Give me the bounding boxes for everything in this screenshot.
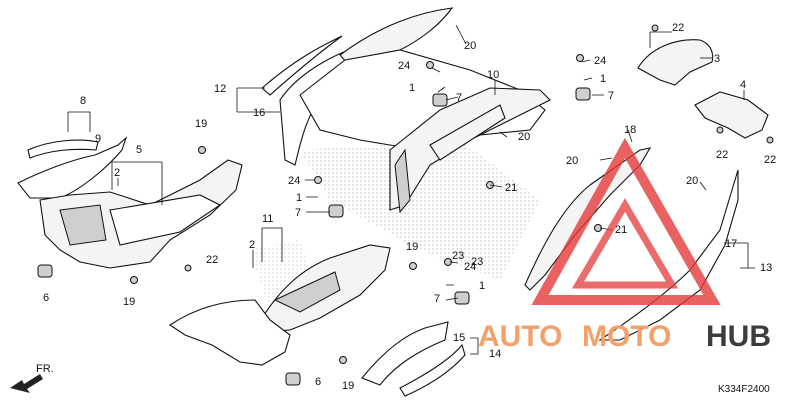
callout-c22a: 22 xyxy=(672,22,684,34)
callout-c17: 17 xyxy=(725,238,737,250)
watermark-word-auto: AUTO xyxy=(478,320,562,353)
part-small-trim xyxy=(27,139,99,159)
hardware-screws xyxy=(130,24,774,364)
callout-c19c: 19 xyxy=(406,241,418,253)
callout-c6b: 6 xyxy=(315,376,321,388)
callout-c8: 8 xyxy=(80,95,86,107)
part-left-side-cover xyxy=(17,136,243,269)
callout-c22b: 22 xyxy=(716,149,728,161)
diagram-code: K334F2400 xyxy=(718,384,770,395)
callout-c11: 11 xyxy=(262,213,273,225)
callout-c16: 16 xyxy=(253,107,265,119)
callout-c3: 3 xyxy=(714,53,720,65)
part-center-panel xyxy=(261,244,391,333)
callout-c13: 13 xyxy=(760,262,772,274)
callout-c1d: 1 xyxy=(479,280,485,292)
callout-c6a: 6 xyxy=(43,292,49,304)
callout-c12: 12 xyxy=(214,83,226,95)
callout-c20b: 20 xyxy=(518,131,530,143)
callout-c9: 9 xyxy=(95,133,101,145)
callout-c24b: 24 xyxy=(594,55,606,67)
callout-c23a: 23 xyxy=(452,250,464,262)
part-frame-bracket xyxy=(389,87,551,214)
callout-c20c: 20 xyxy=(566,155,578,167)
watermark-word-moto: MOTO xyxy=(582,320,671,353)
front-arrow-label: FR. xyxy=(36,363,54,375)
part-upper-right-covers xyxy=(637,39,769,139)
callout-c21b: 21 xyxy=(615,224,627,236)
callout-c18: 18 xyxy=(624,124,636,136)
callout-c22c: 22 xyxy=(764,154,776,166)
callout-c23b: 23 xyxy=(471,256,483,268)
callout-c19b: 19 xyxy=(123,296,135,308)
callout-c4: 4 xyxy=(740,79,746,91)
callout-numbers: 12 16 8 9 5 2 19 20 24 1 7 10 20 22 3 24… xyxy=(43,22,776,392)
callout-c19d: 19 xyxy=(342,380,354,392)
callout-c20a: 20 xyxy=(464,40,476,52)
callout-c1a: 1 xyxy=(409,82,415,94)
callout-c14: 14 xyxy=(489,348,501,360)
callout-c1b: 1 xyxy=(600,73,606,85)
callout-c7b: 7 xyxy=(608,90,614,102)
callout-c22d: 22 xyxy=(206,254,218,266)
callout-c7c: 7 xyxy=(295,207,301,219)
hardware-grommets xyxy=(37,87,591,386)
part-right-side-cover xyxy=(524,147,739,341)
callout-c7d: 7 xyxy=(434,293,440,305)
part-side-strips xyxy=(361,321,466,397)
watermark: AUTO MOTO HUB xyxy=(478,137,771,353)
part-undertray xyxy=(169,299,291,366)
callout-c7a: 7 xyxy=(456,92,462,104)
callout-c5: 5 xyxy=(136,144,142,156)
callout-c24c: 24 xyxy=(288,175,300,187)
callout-c15: 15 xyxy=(453,332,465,344)
callout-c10: 10 xyxy=(487,69,499,81)
callout-c19a: 19 xyxy=(195,118,207,130)
watermark-word-hub: HUB xyxy=(706,320,771,353)
callout-c24a: 24 xyxy=(398,60,410,72)
callout-c20d: 20 xyxy=(686,175,698,187)
callout-c2b: 2 xyxy=(249,239,255,251)
callout-c2a: 2 xyxy=(114,167,120,179)
front-arrow: FR. xyxy=(10,363,54,393)
callout-c24d: 24 xyxy=(464,261,476,273)
callout-c1c: 1 xyxy=(296,192,302,204)
callout-c21a: 21 xyxy=(505,182,517,194)
